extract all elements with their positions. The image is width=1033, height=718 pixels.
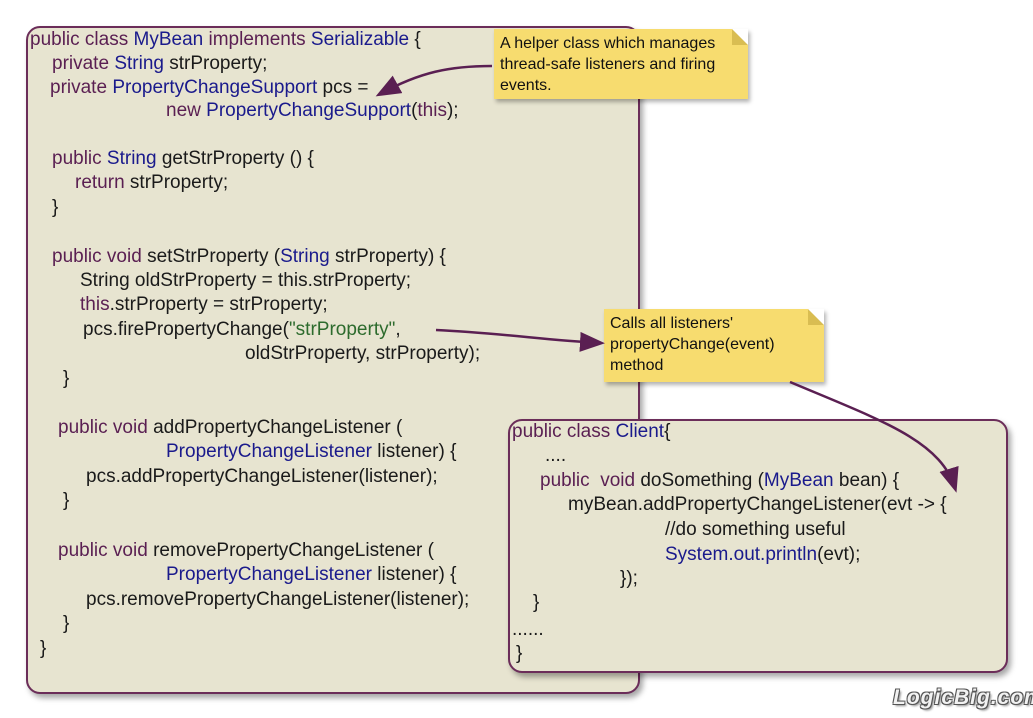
code-token: bean) { <box>833 470 900 491</box>
code-token: pcs.firePropertyChange( <box>83 319 289 340</box>
code-token: listener) { <box>371 441 457 462</box>
code-token: PropertyChangeSupport <box>112 77 318 98</box>
code-line: } <box>40 638 46 660</box>
code-token: private <box>50 77 113 98</box>
code-token: getStrProperty () { <box>156 148 314 169</box>
code-token: } <box>63 368 70 389</box>
code-token: } <box>52 197 59 218</box>
calls-listeners-note: Calls all listeners' propertyChange(even… <box>604 309 824 382</box>
code-token: new <box>166 100 207 121</box>
code-token: Serializable <box>310 29 410 50</box>
logicbig-logo: LogicBig.com <box>893 686 1033 709</box>
code-line: public void doSomething (MyBean bean) { <box>540 470 899 492</box>
code-line: public class MyBean implements Serializa… <box>30 29 421 51</box>
code-line: new PropertyChangeSupport(this); <box>166 100 459 122</box>
code-token: String <box>106 148 157 169</box>
code-token: public void <box>58 540 154 561</box>
code-token: String oldStrProperty = this.strProperty… <box>80 270 412 291</box>
code-line: PropertyChangeListener listener) { <box>166 441 456 463</box>
code-line: String oldStrProperty = this.strProperty… <box>80 270 411 292</box>
code-token: listener) { <box>371 564 457 585</box>
code-token: doSomething ( <box>640 470 764 491</box>
code-line: public void setStrProperty (String strPr… <box>52 246 446 268</box>
code-token: pcs.addPropertyChangeListener(listener); <box>86 466 438 487</box>
code-token: MyBean <box>133 29 204 50</box>
code-token: oldStrProperty, strProperty); <box>245 343 481 364</box>
code-line: System.out.println(evt); <box>665 544 860 566</box>
code-line: return strProperty; <box>75 172 228 194</box>
code-token: PropertyChangeSupport <box>206 100 412 121</box>
code-token: PropertyChangeListener <box>166 564 372 585</box>
code-token: { <box>409 29 421 50</box>
code-token: addPropertyChangeListener ( <box>153 417 403 438</box>
code-token: this <box>80 294 110 315</box>
code-token: public void <box>52 246 148 267</box>
code-token: public void <box>540 470 641 491</box>
code-token: System.out.println <box>665 544 818 565</box>
code-token: public <box>52 148 107 169</box>
code-token: public class <box>512 421 616 442</box>
code-token: , <box>395 319 401 340</box>
code-line: public String getStrProperty () { <box>52 148 314 170</box>
code-line: ...... <box>512 619 544 641</box>
code-line: } <box>516 643 522 665</box>
code-token: //do something useful <box>665 519 846 540</box>
code-token: ...... <box>512 619 544 640</box>
code-token: ( <box>411 100 418 121</box>
code-token: myBean.addPropertyChangeListener(evt -> … <box>568 494 947 515</box>
code-line: public class Client{ <box>512 421 670 443</box>
code-line: } <box>63 613 69 635</box>
code-line: } <box>533 592 539 614</box>
code-line: pcs.addPropertyChangeListener(listener); <box>86 466 438 488</box>
code-token: } <box>40 638 47 659</box>
code-token: implements <box>203 29 311 50</box>
code-line: private String strProperty; <box>52 53 267 75</box>
code-token: ); <box>446 100 459 121</box>
code-token: strProperty; <box>163 53 268 74</box>
code-line: } <box>52 197 58 219</box>
code-line: this.strProperty = strProperty; <box>80 294 328 316</box>
helper-class-note: A helper class which manages thread-safe… <box>494 29 748 99</box>
code-token: private <box>52 53 115 74</box>
code-token: Client <box>615 421 665 442</box>
code-line: }); <box>620 568 638 590</box>
code-token: public void <box>58 417 154 438</box>
code-token: .strProperty = strProperty; <box>109 294 328 315</box>
code-token: pcs.removePropertyChangeListener(listene… <box>86 589 470 610</box>
code-token: setStrProperty ( <box>147 246 281 267</box>
code-token: (evt); <box>817 544 861 565</box>
code-token: this <box>417 100 447 121</box>
code-token: public class <box>30 29 134 50</box>
code-line: PropertyChangeListener listener) { <box>166 564 456 586</box>
code-token: "strProperty" <box>288 319 396 340</box>
code-line: //do something useful <box>665 519 846 541</box>
code-line: } <box>63 368 69 390</box>
code-line: } <box>63 490 69 512</box>
code-token: PropertyChangeListener <box>166 441 372 462</box>
code-token: strProperty; <box>129 172 229 193</box>
code-line: oldStrProperty, strProperty); <box>245 343 480 365</box>
code-token: } <box>516 643 523 664</box>
code-token: }); <box>620 568 638 589</box>
code-line: pcs.removePropertyChangeListener(listene… <box>86 589 469 611</box>
code-token: .... <box>545 445 567 466</box>
code-line: private PropertyChangeSupport pcs = <box>50 77 368 99</box>
code-token: } <box>63 613 70 634</box>
code-token: MyBean <box>763 470 834 491</box>
code-token: } <box>533 592 540 613</box>
code-token: removePropertyChangeListener ( <box>153 540 434 561</box>
code-token: pcs = <box>317 77 369 98</box>
code-line: .... <box>545 445 566 467</box>
code-token: return <box>75 172 130 193</box>
code-line: myBean.addPropertyChangeListener(evt -> … <box>568 494 947 516</box>
code-token: { <box>664 421 671 442</box>
code-token: strProperty) { <box>329 246 446 267</box>
code-token: String <box>114 53 164 74</box>
code-line: public void addPropertyChangeListener ( <box>58 417 402 439</box>
code-line: pcs.firePropertyChange("strProperty", <box>83 319 401 341</box>
code-token: } <box>63 490 70 511</box>
code-token: String <box>280 246 330 267</box>
code-line: public void removePropertyChangeListener… <box>58 540 434 562</box>
